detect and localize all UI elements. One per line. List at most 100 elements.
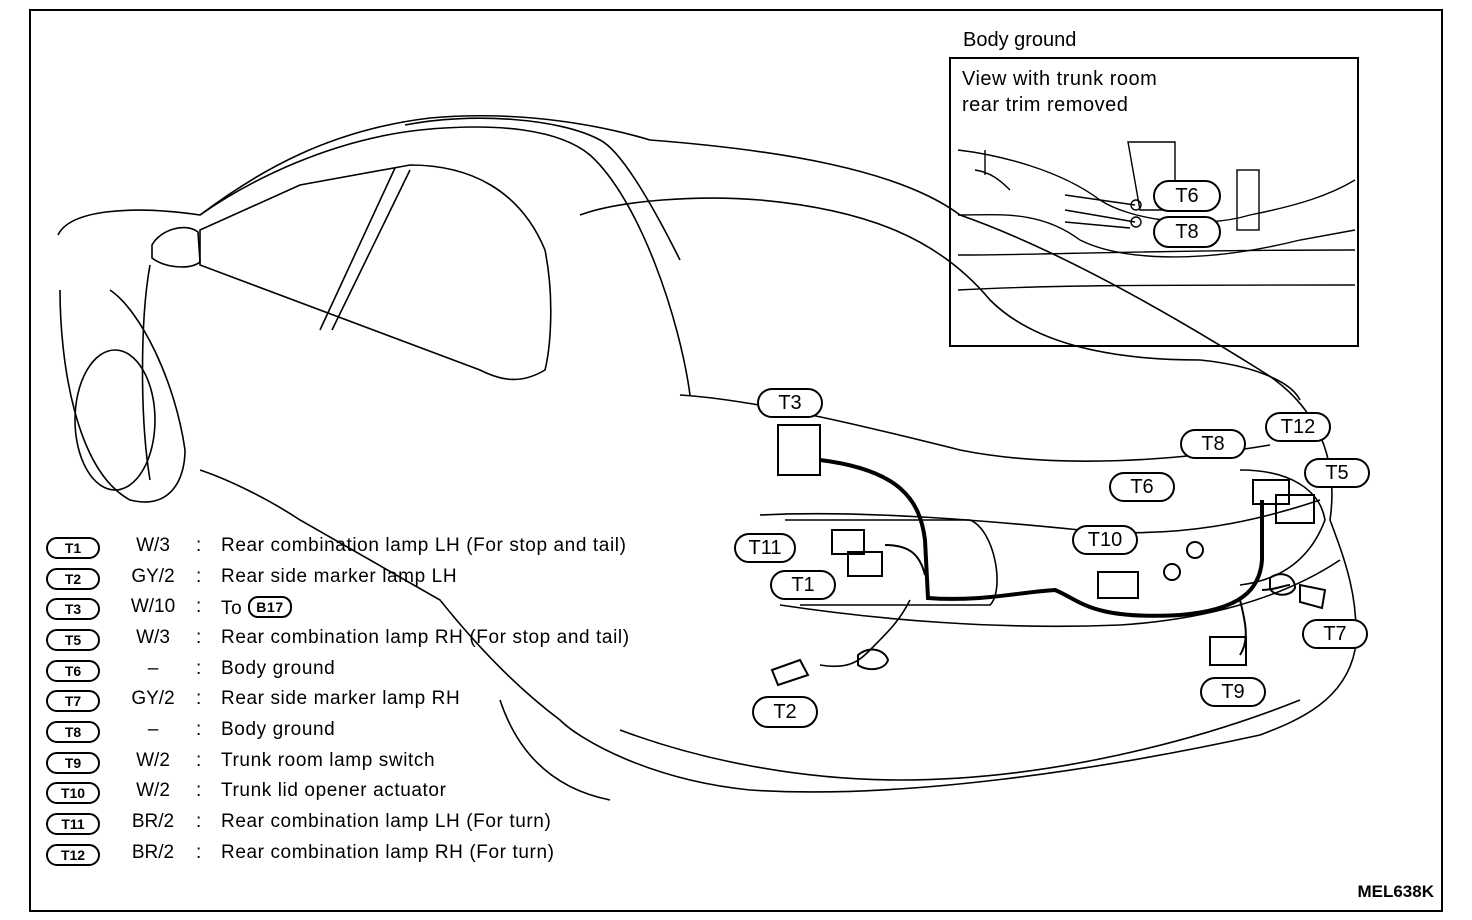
separator: :	[196, 566, 202, 587]
legend-row: T6 – : Body ground	[46, 658, 746, 684]
connector-description: Rear side marker lamp RH	[221, 688, 461, 709]
connector-description: Trunk room lamp switch	[221, 750, 436, 771]
roof-line	[199, 126, 691, 396]
harness-branch-t9	[1239, 599, 1247, 656]
window-pillar	[319, 167, 396, 331]
separator: :	[196, 627, 202, 648]
wire-spec: –	[147, 719, 159, 740]
wire-spec: W/10	[130, 596, 176, 617]
front-wheel	[74, 349, 156, 491]
bulb-t2	[770, 658, 810, 687]
connector-description: Trunk lid opener actuator	[221, 780, 447, 801]
connector-description: Rear side marker lamp LH	[221, 566, 458, 587]
connector-id-badge: T9	[46, 752, 100, 774]
legend-row: T12 BR/2 : Rear combination lamp RH (For…	[46, 842, 746, 868]
connector-id-badge: T3	[46, 598, 100, 620]
connector-id-badge: T5	[46, 629, 100, 651]
inset-caption-line2: rear trim removed	[962, 94, 1129, 116]
callout-t1: T1	[770, 570, 836, 600]
separator: :	[196, 719, 202, 740]
inset-detail	[957, 141, 1356, 291]
connector-description-text: To	[221, 598, 243, 619]
connector-id-badge: T2	[46, 568, 100, 590]
callout-t8: T8	[1180, 429, 1246, 459]
wire-spec: W/2	[136, 780, 170, 801]
bulb-t7	[1299, 583, 1327, 610]
inset-callout-t6: T6	[1153, 180, 1221, 212]
harness-branch-t1	[884, 544, 926, 576]
grommet-t7	[1269, 573, 1297, 596]
side-mirror	[151, 226, 201, 268]
legend-row: T9 W/2 : Trunk room lamp switch	[46, 750, 746, 776]
connector-id-badge: T7	[46, 690, 100, 712]
lamp-lh-outline	[785, 519, 998, 606]
callout-t12: T12	[1265, 412, 1331, 442]
body-ground-inset	[949, 57, 1359, 347]
legend-row: T8 – : Body ground	[46, 719, 746, 745]
ground-t6	[1163, 563, 1181, 581]
separator: :	[196, 596, 202, 617]
callout-t6: T6	[1109, 472, 1175, 502]
connector-description: Rear combination lamp RH (For stop and t…	[221, 627, 630, 648]
connector-id-badge: T8	[46, 721, 100, 743]
figure-code: MEL638K	[1357, 882, 1434, 901]
connector-t3	[777, 424, 821, 476]
inset-caption-line1: View with trunk room	[962, 68, 1158, 90]
legend-row: T7 GY/2 : Rear side marker lamp RH	[46, 688, 746, 714]
separator: :	[196, 658, 202, 679]
connector-description: Rear combination lamp RH (For turn)	[221, 842, 555, 863]
callout-t2: T2	[752, 696, 818, 728]
harness-branch-t7	[1261, 584, 1291, 591]
rear-wheel-arch	[499, 699, 611, 801]
legend-row: T1 W/3 : Rear combination lamp LH (For s…	[46, 535, 746, 561]
main-harness	[819, 458, 1264, 618]
connector-id-badge: T12	[46, 844, 100, 866]
ground-t8	[1186, 541, 1204, 559]
connector-t5	[1275, 494, 1315, 524]
connector-t1	[847, 551, 883, 577]
wire-spec: –	[147, 658, 159, 679]
lower-body-line	[619, 699, 1301, 781]
callout-t5: T5	[1304, 458, 1370, 488]
front-wheel-arch	[59, 289, 186, 503]
trunk-lid	[579, 197, 1301, 401]
separator: :	[196, 780, 202, 801]
wire-spec: W/2	[136, 750, 170, 771]
side-window	[199, 164, 552, 381]
grommet-t2	[857, 648, 890, 671]
callout-t3: T3	[757, 388, 823, 418]
reference-connector-badge: B17	[248, 596, 292, 618]
connector-description: Rear combination lamp LH (For turn)	[221, 811, 552, 832]
legend-row: T2 GY/2 : Rear side marker lamp LH	[46, 566, 746, 592]
connector-description: Body ground	[221, 719, 336, 740]
callout-t11: T11	[734, 533, 796, 563]
harness-branch-t2	[819, 599, 911, 668]
connector-id-badge: T10	[46, 782, 100, 804]
callout-t7: T7	[1302, 619, 1368, 649]
bumper-top	[759, 499, 1321, 534]
callout-t10: T10	[1072, 525, 1138, 555]
wire-spec: W/3	[136, 535, 170, 556]
inset-callout-t8: T8	[1153, 216, 1221, 248]
wire-spec: BR/2	[131, 842, 175, 863]
connector-description: Body ground	[221, 658, 336, 679]
diagram-frame	[29, 9, 1443, 912]
separator: :	[196, 811, 202, 832]
inset-title: Body ground	[963, 29, 1077, 51]
connector-description: Rear combination lamp LH (For stop and t…	[221, 535, 627, 556]
bumper-bottom	[779, 559, 1341, 628]
connector-id-badge: T11	[46, 813, 100, 835]
legend-row: T11 BR/2 : Rear combination lamp LH (For…	[46, 811, 746, 837]
connector-id-badge: T1	[46, 537, 100, 559]
wire-spec: W/3	[136, 627, 170, 648]
rear-window	[404, 117, 681, 261]
connector-t11	[831, 529, 865, 555]
connector-id-badge: T6	[46, 660, 100, 682]
wire-spec: BR/2	[131, 811, 175, 832]
callout-t9: T9	[1200, 677, 1266, 707]
window-pillar-2	[331, 169, 411, 331]
legend-row: T5 W/3 : Rear combination lamp RH (For s…	[46, 627, 746, 653]
connector-t12	[1252, 479, 1290, 505]
